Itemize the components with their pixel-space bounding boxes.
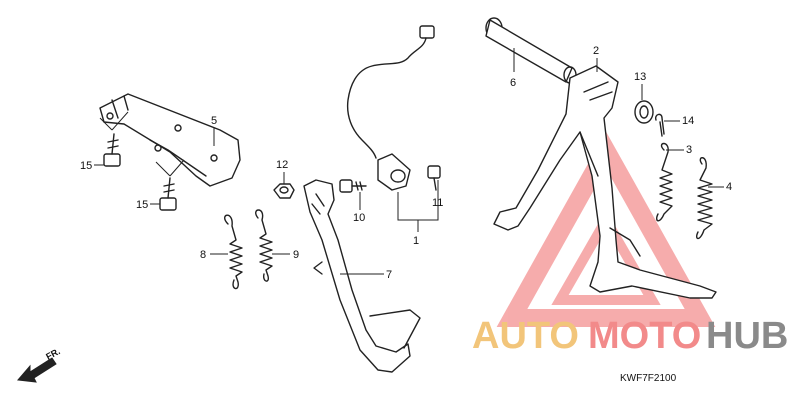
callout-14: 14: [682, 115, 694, 127]
leader-15-lower: [155, 159, 185, 177]
callout-4: 4: [726, 181, 732, 193]
front-label: FR.: [44, 346, 61, 362]
switch-assembly: [346, 25, 435, 191]
callout-15-lower: 15: [136, 199, 148, 211]
spring-9: [255, 209, 273, 282]
leader-1: [397, 192, 439, 232]
watermark-moto: MOTO: [588, 315, 701, 357]
watermark-auto: AUTO: [472, 315, 579, 357]
callout-11: 11: [432, 197, 443, 209]
leader-15-upper: [99, 111, 129, 131]
spring-4: [695, 157, 713, 240]
callout-9: 9: [293, 249, 299, 261]
part-bracket: [99, 93, 241, 187]
bolt-15-lower: [159, 177, 177, 211]
watermark-hub: HUB: [706, 315, 788, 357]
nut-12: [273, 183, 295, 199]
watermark-text: AUTO MOTO HUB: [472, 315, 788, 357]
main-stand: [493, 65, 717, 299]
pin-14: [654, 113, 665, 137]
callout-5: 5: [211, 115, 217, 127]
bolt-11: [427, 165, 441, 191]
callout-3: 3: [686, 144, 692, 156]
washer-13: [634, 100, 654, 124]
callout-10: 10: [353, 212, 365, 224]
callout-13: 13: [634, 71, 646, 83]
callout-6: 6: [510, 77, 516, 89]
callout-8: 8: [200, 249, 206, 261]
bolt-10: [339, 179, 367, 193]
spring-8: [224, 214, 243, 290]
callout-2: 2: [593, 45, 599, 57]
spring-3: [655, 142, 673, 222]
bolt-15-upper: [103, 133, 121, 167]
diagram-code: KWF7F2100: [620, 373, 677, 384]
callout-15-upper: 15: [80, 160, 92, 172]
watermark-triangle: [496, 131, 716, 327]
callout-12: 12: [276, 159, 288, 171]
pivot-pipe: [485, 17, 577, 84]
side-stand: [303, 179, 421, 373]
callout-1: 1: [413, 235, 419, 247]
front-direction-arrow: FR.: [17, 346, 62, 383]
callout-7: 7: [386, 269, 392, 281]
